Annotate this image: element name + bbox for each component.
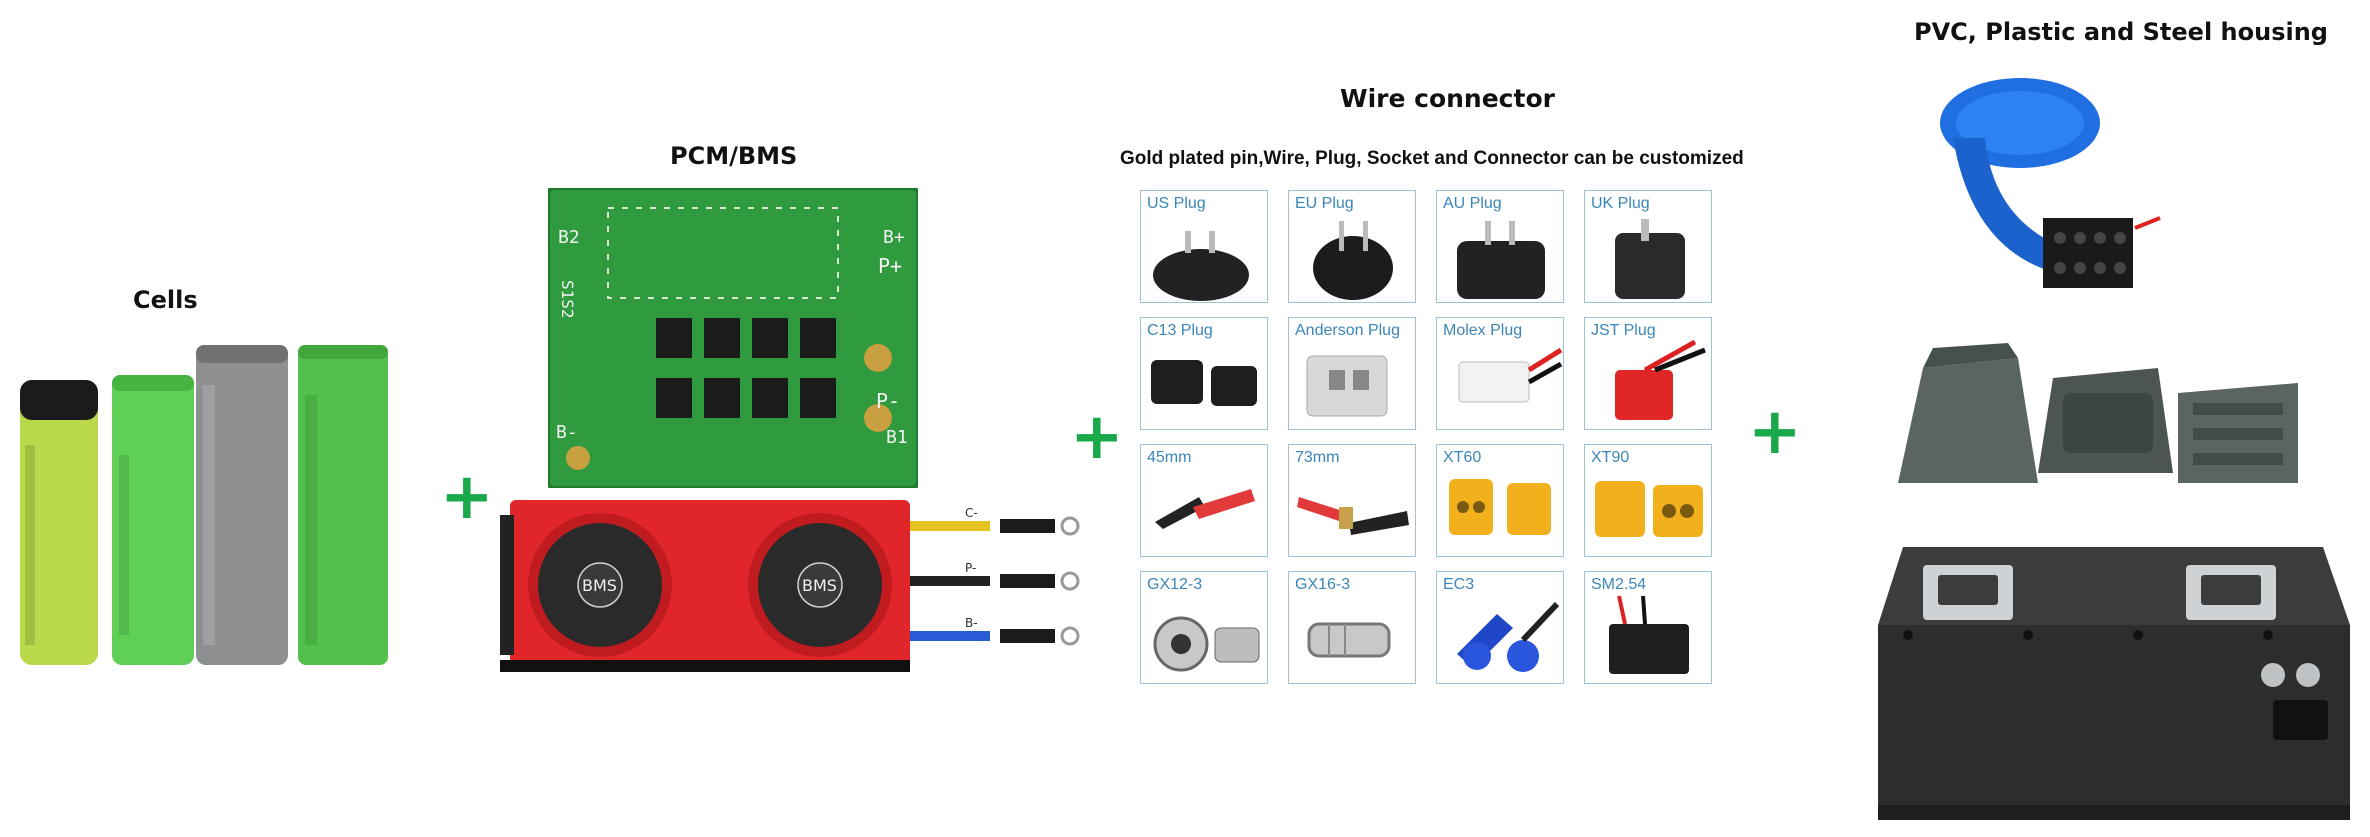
c13-plug-icon xyxy=(1151,360,1257,406)
us-plug-icon xyxy=(1153,231,1249,301)
connector-molex-plug: Molex Plug xyxy=(1436,317,1564,430)
plus-sign-3: + xyxy=(1748,395,1802,469)
anderson-plug-icon xyxy=(1306,355,1388,417)
connector-sm2-54: SM2.54 xyxy=(1584,571,1712,684)
connector-45mm: 45mm xyxy=(1140,444,1268,557)
bms-wire-label-b: B- xyxy=(965,616,978,630)
xt60-icon xyxy=(1449,479,1551,535)
connector-grid: US Plug EU Plug AU Plug UK Plug C13 Plug… xyxy=(1140,190,1720,684)
connector-c13-plug: C13 Plug xyxy=(1140,317,1268,430)
connector-eu-plug: EU Plug xyxy=(1288,190,1416,303)
housing-heading: PVC, Plastic and Steel housing xyxy=(1914,18,2328,46)
connector-gx12-3: GX12-3 xyxy=(1140,571,1268,684)
cell-battery-2 xyxy=(112,375,194,665)
connector-label: JST Plug xyxy=(1591,322,1656,339)
plus-sign-2: + xyxy=(1070,400,1124,474)
connector-xt90: XT90 xyxy=(1584,444,1712,557)
pcm-label-pplus: P+ xyxy=(878,254,902,278)
connector-label: C13 Plug xyxy=(1147,322,1213,339)
connector-label: Molex Plug xyxy=(1443,322,1523,339)
connector-label: 73mm xyxy=(1295,449,1340,466)
connector-us-plug: US Plug xyxy=(1140,190,1268,303)
pcm-label-bminus: B- xyxy=(556,422,578,443)
uk-plug-icon xyxy=(1615,219,1685,299)
gx12-connector-icon xyxy=(1153,616,1260,672)
ec3-connector-icon xyxy=(1457,601,1560,672)
au-plug-icon xyxy=(1457,221,1545,299)
pcm-label-pminus: P- xyxy=(876,389,900,413)
plus-sign-1: + xyxy=(440,460,494,534)
connector-label: Anderson Plug xyxy=(1295,322,1400,339)
connector-label: 45mm xyxy=(1147,449,1192,466)
pcm-label-bplus: B+ xyxy=(883,227,905,248)
gx16-connector-icon xyxy=(1307,622,1391,658)
cells-image xyxy=(20,345,388,665)
cell-battery-1 xyxy=(20,380,98,665)
connector-label: EU Plug xyxy=(1295,195,1354,212)
bms-wire-label-p: P- xyxy=(965,561,976,575)
pcm-heading: PCM/BMS xyxy=(670,142,798,170)
connector-au-plug: AU Plug xyxy=(1436,190,1564,303)
bms-box-image: BMS BMS C- P- B- xyxy=(500,500,1080,672)
bms-fan-label-2: BMS xyxy=(802,576,837,595)
connector-gx16-3: GX16-3 xyxy=(1288,571,1416,684)
sm-connector-icon xyxy=(1609,595,1689,674)
connector-label: XT60 xyxy=(1443,449,1482,466)
steel-housing-image xyxy=(1878,547,2350,820)
bms-fan-label-1: BMS xyxy=(582,576,617,595)
alligator-clip-73mm-icon xyxy=(1297,497,1409,535)
connector-anderson-plug: Anderson Plug xyxy=(1288,317,1416,430)
connector-label: GX16-3 xyxy=(1295,576,1351,593)
pcm-board-image: B2 B+ S1S2 P+ P- B- B1 xyxy=(548,188,918,488)
wire-connector-subtitle: Gold plated pin,Wire, Plug, Socket and C… xyxy=(1120,148,1744,169)
plastic-housing-image xyxy=(1898,343,2298,483)
connector-label: SM2.54 xyxy=(1591,576,1647,593)
jst-plug-icon xyxy=(1615,340,1706,420)
pcm-label-b2: B2 xyxy=(558,227,580,248)
connector-uk-plug: UK Plug xyxy=(1584,190,1712,303)
connector-label: UK Plug xyxy=(1591,195,1650,212)
molex-plug-icon xyxy=(1458,347,1563,403)
connector-label: US Plug xyxy=(1147,195,1206,212)
alligator-clip-45mm-icon xyxy=(1155,489,1255,529)
connector-ec3: EC3 xyxy=(1436,571,1564,684)
bms-wire-label-c: C- xyxy=(965,506,978,520)
xt90-icon xyxy=(1595,481,1703,537)
cell-battery-4 xyxy=(298,345,388,665)
connector-label: EC3 xyxy=(1443,576,1475,593)
wire-connector-heading: Wire connector xyxy=(1340,84,1555,113)
cell-battery-3 xyxy=(196,345,288,665)
pcm-label-s1s2: S1S2 xyxy=(558,280,577,319)
pcm-label-b1: B1 xyxy=(886,427,908,448)
connector-jst-plug: JST Plug xyxy=(1584,317,1712,430)
connector-label: XT90 xyxy=(1591,449,1630,466)
connector-label: GX12-3 xyxy=(1147,576,1203,593)
connector-label: AU Plug xyxy=(1443,195,1502,212)
connector-73mm: 73mm xyxy=(1288,444,1416,557)
cells-heading: Cells xyxy=(133,286,198,314)
pvc-heat-shrink-image xyxy=(1940,78,2161,288)
eu-plug-icon xyxy=(1313,221,1393,300)
connector-xt60: XT60 xyxy=(1436,444,1564,557)
